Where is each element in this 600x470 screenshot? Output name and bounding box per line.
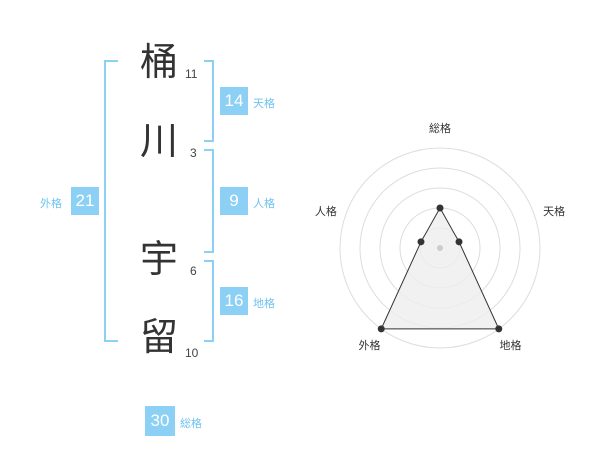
tenkaku-value-box: 14 (220, 87, 248, 115)
tenkaku-bracket (204, 60, 214, 142)
radar-axis-label: 人格 (315, 204, 337, 218)
stroke-count-1: 11 (185, 67, 198, 81)
radar-data-point (455, 238, 463, 246)
stroke-count-3: 6 (190, 264, 197, 278)
name-char-2: 川 (140, 119, 179, 163)
stroke-count-4: 10 (185, 346, 199, 360)
radar-data-point (377, 325, 385, 333)
gaikaku-bracket (104, 60, 118, 342)
radar-axis-label: 外格 (358, 338, 380, 352)
chikaku-value-box: 16 (220, 287, 248, 315)
radar-axis-label: 地格 (500, 338, 522, 352)
gaikaku-label: 外格 (40, 197, 62, 210)
name-char-1: 桶 (140, 40, 179, 84)
jinkaku-bracket (204, 149, 214, 253)
radar-data-point (495, 325, 503, 333)
soukaku-label: 総格 (180, 417, 202, 430)
jinkaku-label: 人格 (253, 197, 275, 210)
chikaku-bracket (204, 260, 214, 342)
radar-axis-label: 天格 (543, 204, 565, 218)
chikaku-label: 地格 (253, 297, 275, 310)
radar-axis-label: 総格 (429, 121, 451, 135)
radar-grid-ring (339, 147, 541, 349)
radar-center-dot (437, 245, 443, 251)
soukaku-value-box: 30 (145, 406, 175, 436)
name-char-4: 留 (140, 315, 179, 359)
jinkaku-value-box: 9 (220, 187, 248, 215)
name-char-3: 宇 (140, 237, 179, 281)
radar-data-point (436, 204, 444, 212)
radar-data-area (380, 206, 500, 330)
radar-data-point (417, 238, 425, 246)
gaikaku-value-box: 21 (71, 187, 99, 215)
stroke-count-2: 3 (190, 146, 197, 160)
tenkaku-label: 天格 (253, 97, 275, 110)
